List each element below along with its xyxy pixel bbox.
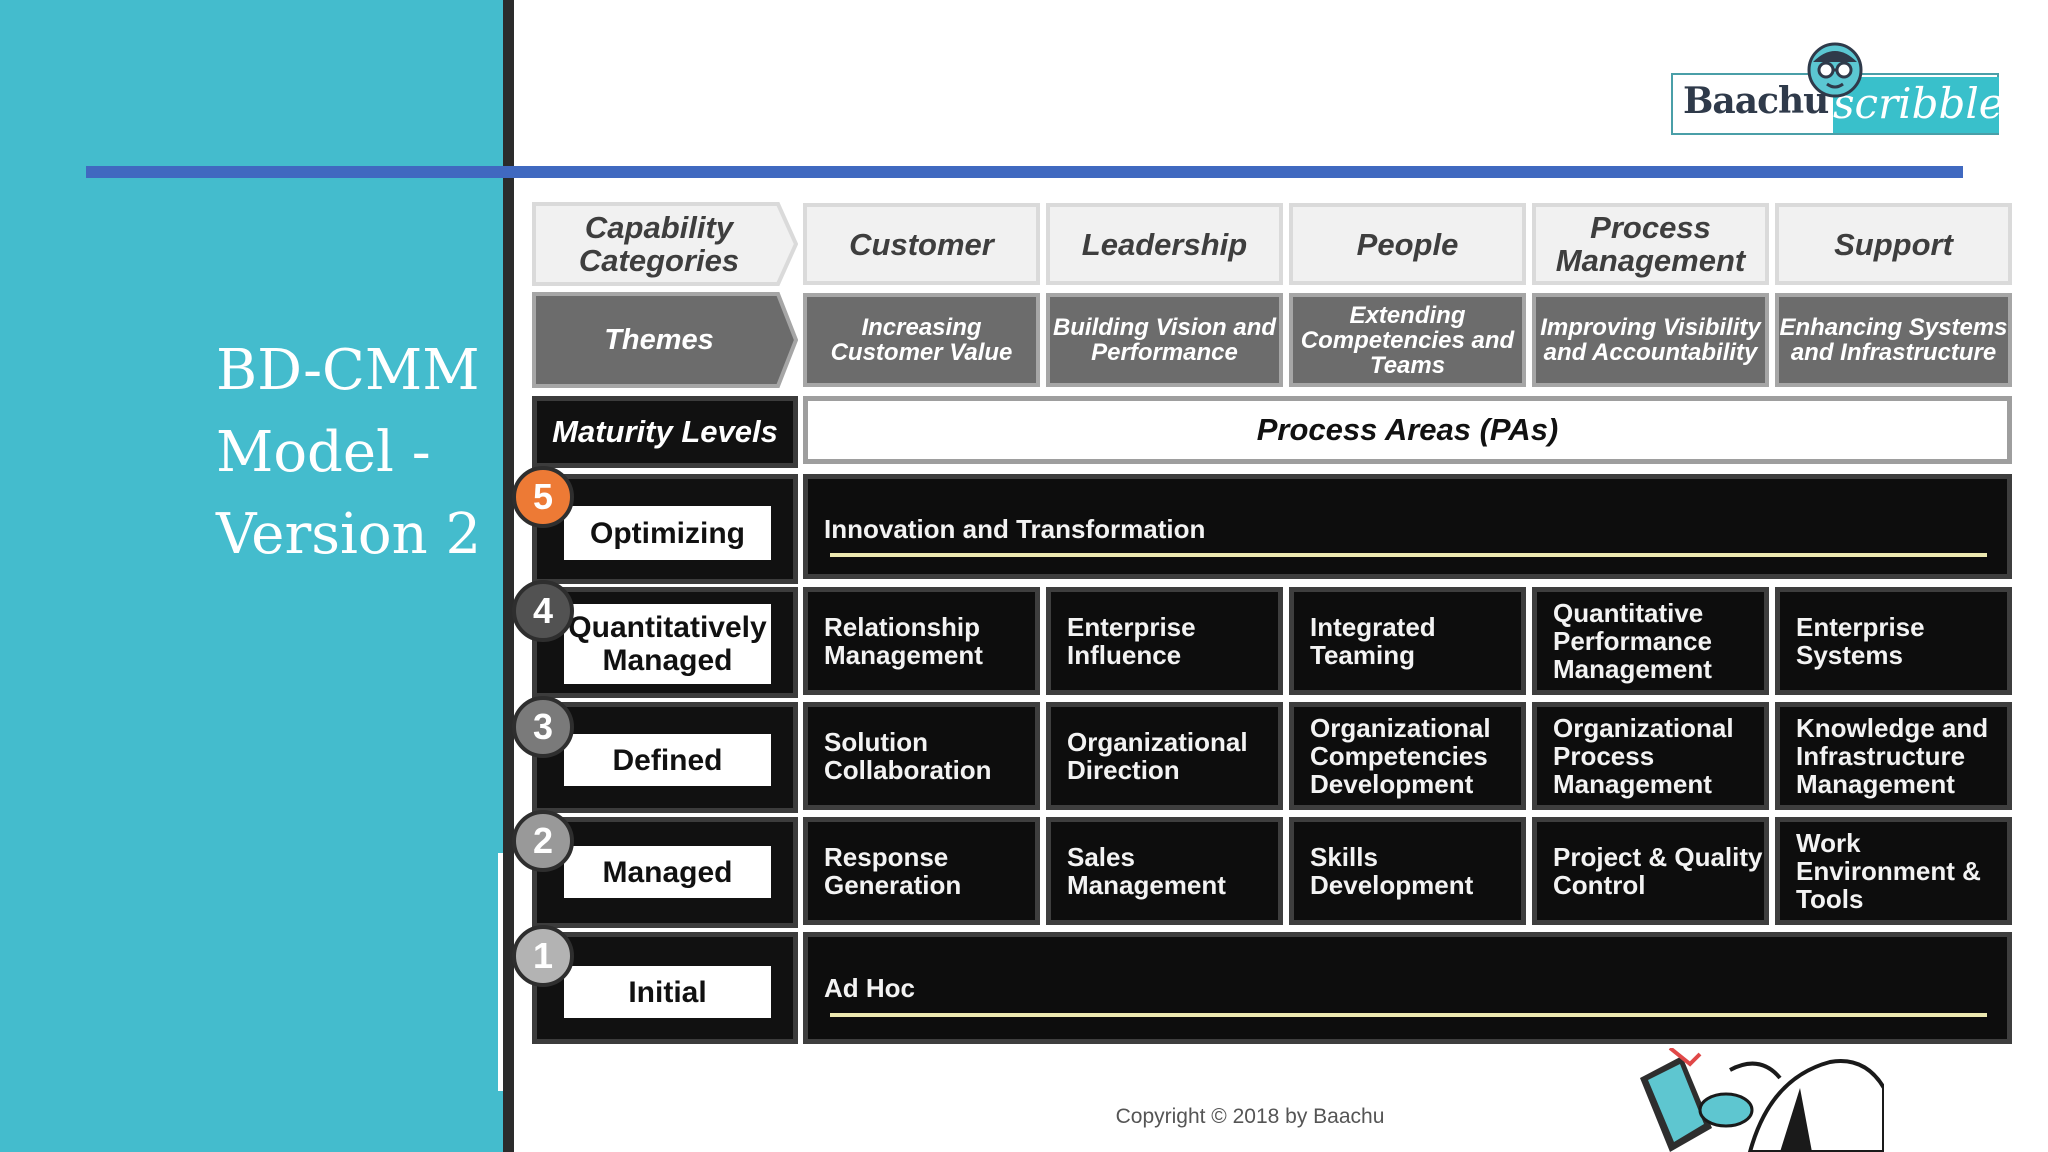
- maturity-levels-label: Maturity Levels: [532, 396, 798, 468]
- process-area-cell: Organizational Process Management: [1532, 702, 1769, 810]
- process-area-cell: Organizational Competencies Development: [1289, 702, 1526, 810]
- theme-support: Enhancing Systems and Infrastructure: [1775, 293, 2012, 387]
- process-area-cell: Skills Development: [1289, 817, 1526, 925]
- cartoon-illustration: [1630, 1048, 1884, 1152]
- title-line: BD-CMM: [216, 338, 480, 403]
- level-name: Initial: [564, 966, 771, 1018]
- brand-logo: Baachu scribble: [1671, 40, 2004, 140]
- category-people: People: [1289, 203, 1526, 285]
- theme-people: Extending Competencies and Teams: [1289, 293, 1526, 387]
- capability-categories-label: Capability Categories: [578, 210, 740, 278]
- theme-leadership: Building Vision and Performance: [1046, 293, 1283, 387]
- process-area-cell: Innovation and Transformation: [803, 474, 2012, 579]
- category-process-management: Process Management: [1532, 203, 1769, 285]
- process-area-cell: Solution Collaboration: [803, 702, 1040, 810]
- slide-title: BD-CMM Model - Version 2: [216, 330, 496, 576]
- accent-bar: [86, 166, 1963, 178]
- title-line: Version 2: [216, 502, 482, 567]
- process-area-cell: Relationship Management: [803, 587, 1040, 695]
- process-area-cell: Sales Management: [1046, 817, 1283, 925]
- process-area-cell: Knowledge and Infrastructure Management: [1775, 702, 2012, 810]
- logo-script-text: scribble: [1833, 77, 2004, 133]
- vertical-divider: [503, 0, 514, 1152]
- level-badge: 1: [512, 925, 574, 987]
- category-customer: Customer: [803, 203, 1040, 285]
- level-badge: 4: [512, 580, 574, 642]
- theme-customer: Increasing Customer Value: [803, 293, 1040, 387]
- process-area-cell: Project & Quality Control: [1532, 817, 1769, 925]
- level-badge: 2: [512, 810, 574, 872]
- level-badge: 5: [512, 466, 574, 528]
- theme-process-management: Improving Visibility and Accountability: [1532, 293, 1769, 387]
- level-name: Managed: [564, 846, 771, 898]
- level-name: Quantitatively Managed: [564, 604, 771, 684]
- logo-box: Baachu scribble: [1671, 73, 2004, 135]
- process-area-cell: Organizational Direction: [1046, 702, 1283, 810]
- process-area-cell: Enterprise Systems: [1775, 587, 2012, 695]
- process-area-cell: Integrated Teaming: [1289, 587, 1526, 695]
- level-name: Defined: [564, 734, 771, 786]
- process-area-cell: Work Environment & Tools: [1775, 817, 2012, 925]
- level-rule: [830, 1013, 1987, 1017]
- process-area-cell: Quantitative Performance Management: [1532, 587, 1769, 695]
- glasses-face-icon: [1807, 42, 1863, 98]
- process-area-cell: Response Generation: [803, 817, 1040, 925]
- categories-arrow: [532, 202, 798, 286]
- category-leadership: Leadership: [1046, 203, 1283, 285]
- themes-label: Themes: [604, 323, 714, 356]
- level-rule: [830, 553, 1987, 557]
- title-line: Model -: [216, 420, 431, 485]
- logo-brand-text: Baachu: [1683, 80, 1829, 122]
- level-badge: 3: [512, 696, 574, 758]
- level-name: Optimizing: [564, 506, 771, 560]
- process-area-cell: Enterprise Influence: [1046, 587, 1283, 695]
- themes-arrow: [532, 292, 798, 388]
- copyright-text: Copyright © 2018 by Baachu: [1115, 1105, 1385, 1128]
- category-support: Support: [1775, 203, 2012, 285]
- process-areas-title: Process Areas (PAs): [803, 396, 2012, 464]
- process-area-cell: Ad Hoc: [803, 932, 2012, 1044]
- left-panel: [0, 0, 503, 1152]
